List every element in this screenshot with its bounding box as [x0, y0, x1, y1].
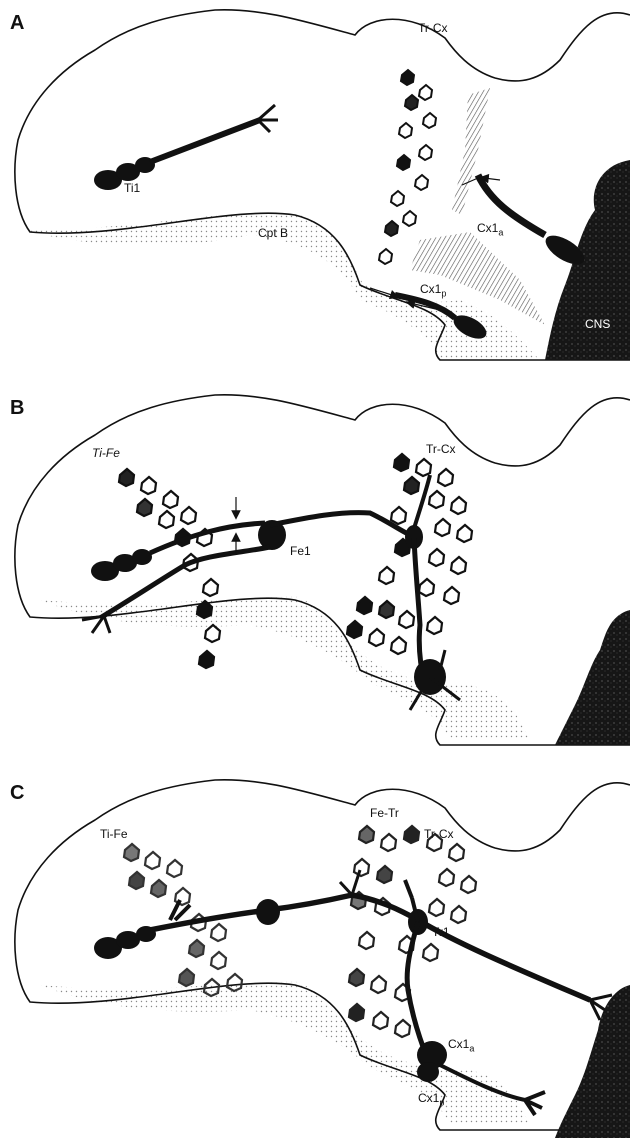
panel-c-diagram [0, 770, 630, 1144]
panel-letter: C [10, 782, 24, 805]
neuron-ti1 [94, 900, 190, 959]
label-tr-cx: Tr-Cx [424, 828, 454, 840]
label-cx1a: Cx1a [477, 222, 503, 237]
segment-cells-tr-cx [347, 454, 472, 654]
label-cpt-b: Cpt B [258, 227, 288, 239]
cns-region [555, 610, 630, 745]
label-cx1a: Cx1a [448, 1038, 474, 1053]
segment-cells-ti-fe [124, 844, 242, 996]
panel-c: C Ti-Fe Fe-Tr Tr-Cx Tr1 Cx1a Cx1p [0, 770, 630, 1144]
label-fe1: Fe1 [290, 545, 311, 557]
label-tr1: Tr1 [432, 926, 450, 938]
label-ti-fe: Ti-Fe [92, 447, 120, 459]
label-ti-fe: Ti-Fe [100, 828, 128, 840]
panel-letter: A [10, 12, 24, 35]
label-cns: CNS [585, 318, 610, 330]
label-fe-tr: Fe-Tr [370, 807, 399, 819]
stipple-region [40, 597, 530, 740]
label-cx1p: Cx1p [420, 283, 446, 298]
panel-a: A Ti1 Tr-Cx Cpt B Cx1a Cx1p CNS [0, 0, 630, 380]
panel-b-diagram [0, 385, 630, 765]
hatched-region-upper [452, 88, 490, 215]
panel-b: B Ti-Fe Tr-Cx Fe1 [0, 385, 630, 765]
segment-cells-tr-cx [379, 70, 436, 264]
neuron-ti1 [94, 105, 278, 190]
stipple-region [40, 982, 530, 1125]
label-tr-cx: Tr-Cx [426, 443, 456, 455]
panel-letter: B [10, 397, 24, 420]
label-ti1: Ti1 [124, 182, 140, 194]
label-cx1p: Cx1p [418, 1092, 444, 1107]
label-tr-cx: Tr-Cx [418, 22, 448, 34]
panel-a-diagram [0, 0, 630, 380]
